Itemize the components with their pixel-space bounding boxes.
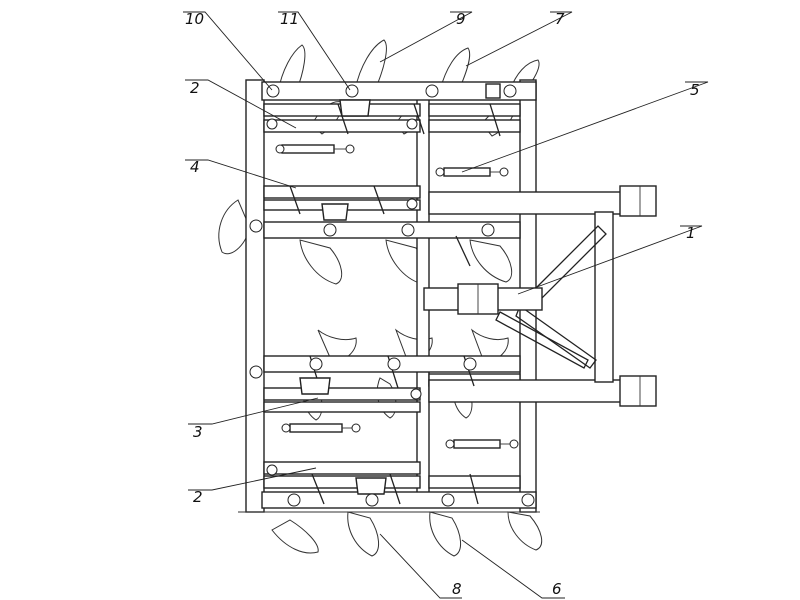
callout-1: 1	[686, 224, 696, 242]
callout-6: 6	[552, 580, 562, 598]
leader-lines	[183, 11, 709, 599]
callout-3: 3	[193, 423, 203, 441]
callout-10: 10	[185, 10, 204, 28]
callout-8: 8	[452, 580, 462, 598]
disc-blade	[277, 44, 306, 93]
disc-blade	[429, 511, 461, 557]
callout-7: 7	[555, 10, 565, 28]
callout-11: 11	[280, 10, 299, 28]
callout-4: 4	[190, 158, 200, 176]
disc-blade	[271, 519, 319, 554]
hitch-assembly	[423, 185, 657, 407]
disc-blade	[299, 239, 343, 285]
callouts: 10 11 9 7 2 5 4 1 3 2 8 6	[185, 10, 700, 598]
hydraulic-cylinders	[275, 144, 519, 449]
callout-5: 5	[690, 81, 700, 99]
callout-2-lower: 2	[193, 488, 203, 506]
disc-blade	[354, 39, 387, 93]
disc-blade	[469, 239, 513, 283]
callout-2-upper: 2	[190, 79, 200, 97]
callout-9: 9	[456, 10, 466, 28]
bearing-housings	[299, 83, 501, 495]
disc-blade	[347, 511, 379, 557]
disc-blade	[507, 511, 543, 551]
